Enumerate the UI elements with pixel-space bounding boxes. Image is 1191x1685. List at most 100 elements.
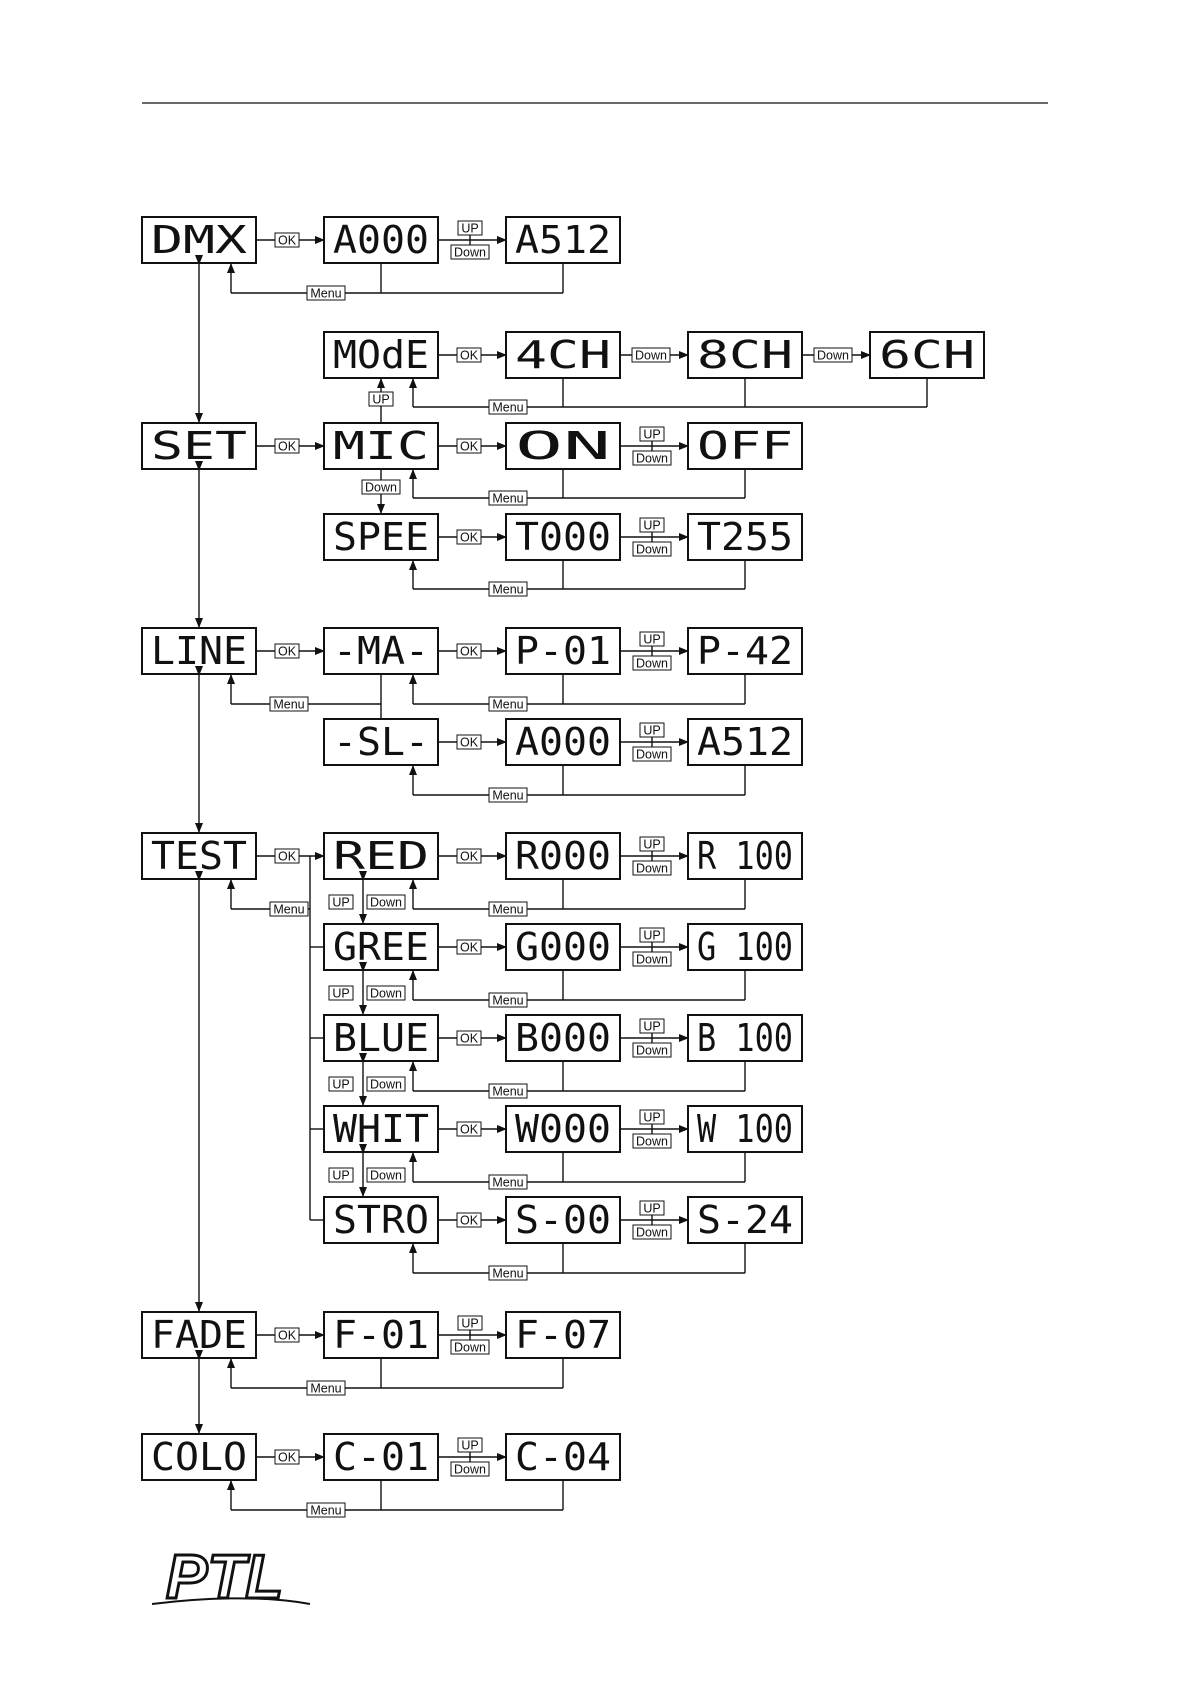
svg-text:UP: UP	[461, 1439, 478, 1453]
display-box-mode-opt-3: 6CH	[869, 331, 985, 379]
box-frame	[323, 832, 439, 880]
box-label: R 100	[697, 834, 793, 878]
ok-button-label: OK	[456, 643, 482, 659]
up-button-label: UP	[639, 1018, 665, 1034]
up-button-label: UP	[639, 631, 665, 647]
display-box-test-blue: BLUE	[323, 1014, 439, 1062]
svg-text:UP: UP	[643, 1020, 660, 1034]
svg-text:OK: OK	[460, 645, 479, 659]
display-box-test-blue-end: B 100	[687, 1014, 803, 1062]
display-box-test-red-end: R 100	[687, 832, 803, 880]
display-box-fade: FADE	[141, 1311, 257, 1359]
svg-text:UP: UP	[643, 929, 660, 943]
svg-text:OK: OK	[278, 1451, 297, 1465]
box-label: S-00	[515, 1198, 611, 1242]
svg-text:Menu: Menu	[492, 1267, 523, 1281]
box-frame	[687, 627, 803, 675]
svg-text:Down: Down	[370, 987, 402, 1001]
box-frame	[323, 923, 439, 971]
box-frame	[505, 1433, 621, 1481]
display-box-speed: SPEE	[323, 513, 439, 561]
ok-button-label: OK	[456, 848, 482, 864]
display-box-mic: MIC	[323, 422, 439, 470]
display-box-test-whit: WHIT	[323, 1105, 439, 1153]
box-label: A000	[515, 720, 611, 764]
svg-text:Menu: Menu	[492, 583, 523, 597]
svg-text:OK: OK	[460, 850, 479, 864]
box-label: STRO	[333, 1198, 429, 1242]
menu-button-label: Menu	[306, 285, 346, 301]
down-button-label: Down	[632, 1133, 672, 1149]
box-label: F-07	[515, 1313, 611, 1357]
display-box-test-whit-end: W 100	[687, 1105, 803, 1153]
box-label: B 100	[697, 1016, 793, 1060]
svg-text:UP: UP	[461, 1317, 478, 1331]
display-box-master: -MA-	[323, 627, 439, 675]
box-label: S-24	[697, 1198, 793, 1242]
svg-text:Menu: Menu	[273, 698, 304, 712]
svg-text:OK: OK	[460, 736, 479, 750]
up-button-label: UP	[639, 517, 665, 533]
svg-text:Menu: Menu	[492, 1085, 523, 1099]
up-button-label: UP	[639, 927, 665, 943]
ok-button-label: OK	[274, 1327, 300, 1343]
box-label: T000	[515, 515, 611, 559]
display-box-test-gree-start: G000	[505, 923, 621, 971]
display-box-fade-start: F-01	[323, 1311, 439, 1359]
box-label: P-42	[697, 629, 793, 673]
display-box-test-gree: GREE	[323, 923, 439, 971]
display-box-test: TEST	[141, 832, 257, 880]
box-label: -SL-	[333, 720, 429, 764]
box-frame	[687, 1014, 803, 1062]
display-box-test-gree-end: G 100	[687, 923, 803, 971]
box-label: C-01	[333, 1435, 429, 1479]
menu-button-label: Menu	[488, 1083, 528, 1099]
svg-text:Menu: Menu	[492, 492, 523, 506]
svg-text:UP: UP	[643, 838, 660, 852]
down-button-label: Down	[632, 860, 672, 876]
ok-button-label: OK	[274, 848, 300, 864]
svg-text:Down: Down	[817, 349, 849, 363]
svg-text:OK: OK	[460, 1123, 479, 1137]
ptl-logo: PTL	[151, 1542, 311, 1614]
box-frame	[687, 832, 803, 880]
display-box-test-blue-start: B000	[505, 1014, 621, 1062]
svg-text:Menu: Menu	[310, 287, 341, 301]
menu-button-label: Menu	[488, 787, 528, 803]
display-box-mic-off: OFF	[687, 422, 803, 470]
menu-button-label: Menu	[488, 1174, 528, 1190]
display-box-color-end: C-04	[505, 1433, 621, 1481]
box-label: FADE	[151, 1313, 247, 1357]
display-box-mode-opt-1: 4CH	[505, 331, 621, 379]
svg-text:Menu: Menu	[492, 994, 523, 1008]
ok-button-label: OK	[456, 1030, 482, 1046]
svg-text:Down: Down	[370, 1169, 402, 1183]
box-frame	[505, 832, 621, 880]
box-frame	[687, 513, 803, 561]
box-label: GREE	[333, 925, 429, 969]
display-box-set: SET	[141, 422, 257, 470]
svg-text:Menu: Menu	[492, 1176, 523, 1190]
box-label: B000	[515, 1016, 611, 1060]
menu-button-label: Menu	[306, 1502, 346, 1518]
display-box-test-stro-end: S-24	[687, 1196, 803, 1244]
display-box-mic-on: ON	[505, 422, 621, 470]
down-button-label: Down	[632, 1042, 672, 1058]
menu-button-label: Menu	[306, 1380, 346, 1396]
box-label: SET	[151, 424, 247, 468]
svg-text:Menu: Menu	[492, 903, 523, 917]
down-button-label: Down	[450, 244, 490, 260]
ok-button-label: OK	[456, 1212, 482, 1228]
box-label: A512	[697, 720, 793, 764]
svg-text:Down: Down	[636, 1135, 668, 1149]
box-label: F-01	[333, 1313, 429, 1357]
svg-text:OK: OK	[278, 234, 297, 248]
down-button-label: Down	[632, 450, 672, 466]
box-label: C-04	[515, 1435, 611, 1479]
svg-text:Down: Down	[636, 452, 668, 466]
down-button-label: Down	[632, 951, 672, 967]
display-box-speed-end: T255	[687, 513, 803, 561]
box-label: P-01	[515, 629, 611, 673]
display-box-test-red-start: R000	[505, 832, 621, 880]
